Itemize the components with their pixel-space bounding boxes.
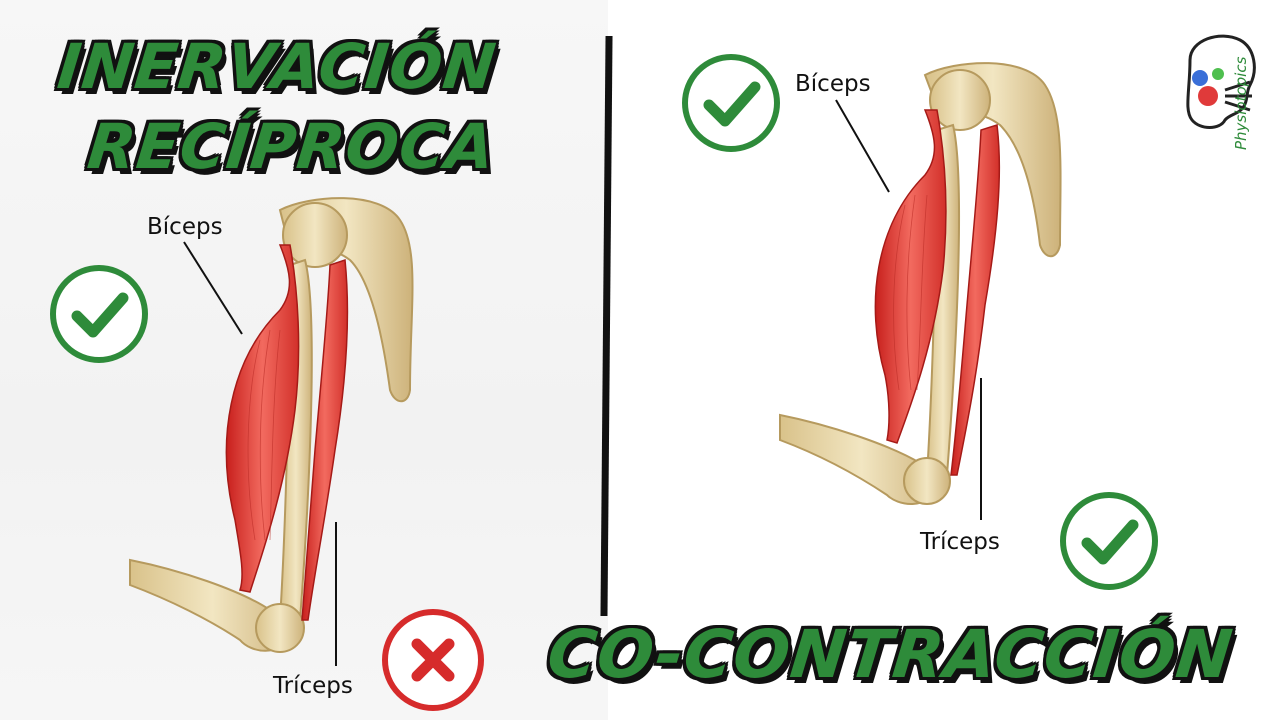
check-icon: [679, 51, 783, 155]
check-icon: [47, 262, 151, 366]
check-icon: [1057, 489, 1161, 593]
cross-icon: [379, 606, 487, 714]
physiotopics-logo-text: Physiotopics: [1232, 57, 1250, 150]
physiotopics-logo-icon: [1170, 30, 1270, 160]
